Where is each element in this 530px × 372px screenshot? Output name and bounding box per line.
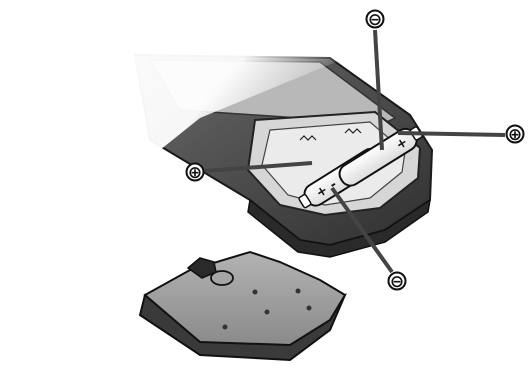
- leader-right-positive: [398, 133, 505, 135]
- callout-right-positive-symbol: ⊕: [508, 125, 522, 145]
- cover-latch-ring: [211, 271, 233, 285]
- battery-cover: [140, 252, 345, 360]
- callout-top-negative-symbol: ⊖: [368, 10, 382, 30]
- callout-top-negative: ⊖: [367, 10, 384, 30]
- callout-left-positive: ⊕: [187, 163, 204, 183]
- callout-left-positive-symbol: ⊕: [188, 163, 202, 183]
- callout-bottom-negative: ⊖: [389, 272, 406, 292]
- callout-right-positive: ⊕: [507, 125, 524, 145]
- callout-bottom-negative-symbol: ⊖: [390, 272, 404, 292]
